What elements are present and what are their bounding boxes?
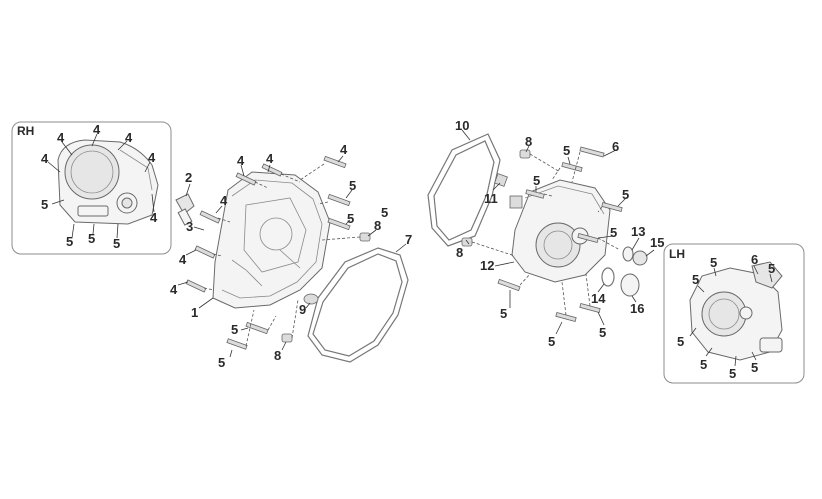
callout-rh-4b: 4 [93,122,101,137]
rh-cover-illustration [57,139,159,225]
callout-left-5b: 5 [533,173,540,188]
callout-right-5a: 5 [349,178,356,193]
lh-cover-illustration [689,261,783,361]
lh-leaders [689,265,773,367]
callout-rh-4a: 4 [57,130,65,145]
callout-right-3: 3 [186,219,193,234]
callout-left-5f: 5 [548,334,555,349]
callout-right-8b: 8 [274,348,281,363]
callout-lh-6: 6 [751,252,758,267]
callout-left-14: 14 [591,291,606,306]
callout-right-2: 2 [185,170,192,185]
callout-left-5e: 5 [500,306,507,321]
callout-left-10: 10 [455,118,469,133]
callout-right-4b: 4 [266,151,274,166]
callout-lh-5d: 5 [677,334,684,349]
callout-left-16: 16 [630,301,644,316]
callout-rh-5c: 5 [88,231,95,246]
generator-gasket [427,133,501,247]
callout-left-6: 6 [612,139,619,154]
callout-right-4e: 4 [179,252,187,267]
rh-leaders [47,133,155,239]
callout-right-4d: 4 [220,193,228,208]
left-leaders [461,129,655,335]
callout-right-5b: 5 [347,211,354,226]
callout-right-4a: 4 [237,153,245,168]
right-leaders [177,155,407,358]
callout-left-12: 12 [480,258,494,273]
callout-rh-5d: 5 [113,236,120,251]
callout-rh-4c: 4 [125,130,133,145]
callout-right-9: 9 [299,302,306,317]
left-cover-assembly: 10 8 5 6 11 5 5 8 12 5 13 15 14 16 5 5 5 [427,118,664,349]
clutch-cover [212,171,331,309]
callout-right-1: 1 [191,305,198,320]
callout-lh-5c: 5 [768,261,775,276]
callout-rh-5a: 5 [41,197,48,212]
right-assembly-lines [203,163,361,347]
callout-rh-4e: 4 [148,150,156,165]
callout-right-5c: 5 [231,322,238,337]
callout-left-15: 15 [650,235,664,250]
callout-left-11: 11 [484,191,498,206]
callout-left-5d: 5 [610,225,617,240]
callout-right-8a: 8 [374,218,381,233]
cover-bolts [185,155,371,350]
lh-inset-title: LH [669,247,685,261]
callout-lh-5g: 5 [751,360,758,375]
callout-left-13: 13 [631,224,645,239]
callout-lh-5a: 5 [692,272,699,287]
lh-inset: LH 5 6 5 5 5 5 5 5 [663,243,805,384]
callout-lh-5b: 5 [710,255,717,270]
callout-rh-5b: 5 [66,234,73,249]
callout-right-5d: 5 [218,355,225,370]
rh-inset: RH 4 4 4 4 4 4 5 5 5 [11,121,172,255]
callout-right-7: 7 [405,232,412,247]
generator-plugs [601,246,648,297]
callout-left-5g: 5 [599,325,606,340]
callout-left-5c: 5 [622,187,629,202]
callout-left-8a: 8 [525,134,532,149]
callout-lh-5f: 5 [729,366,736,381]
callout-right-4c: 4 [340,142,348,157]
callout-right-5e: 5 [381,205,388,220]
oil-filler-plug [175,193,195,226]
callout-right-4f: 4 [170,282,178,297]
callout-rh-4d: 4 [41,151,49,166]
callout-left-8b: 8 [456,245,463,260]
left-assembly-lines [471,151,621,316]
rh-inset-title: RH [17,124,34,138]
callout-lh-5e: 5 [700,357,707,372]
right-cover-assembly: 1 2 3 4 4 4 4 4 4 5 5 5 5 5 7 8 8 9 [170,142,412,370]
callout-left-5a: 5 [563,143,570,158]
callout-rh-4f: 4 [150,210,158,225]
cover-gasket [307,247,409,363]
